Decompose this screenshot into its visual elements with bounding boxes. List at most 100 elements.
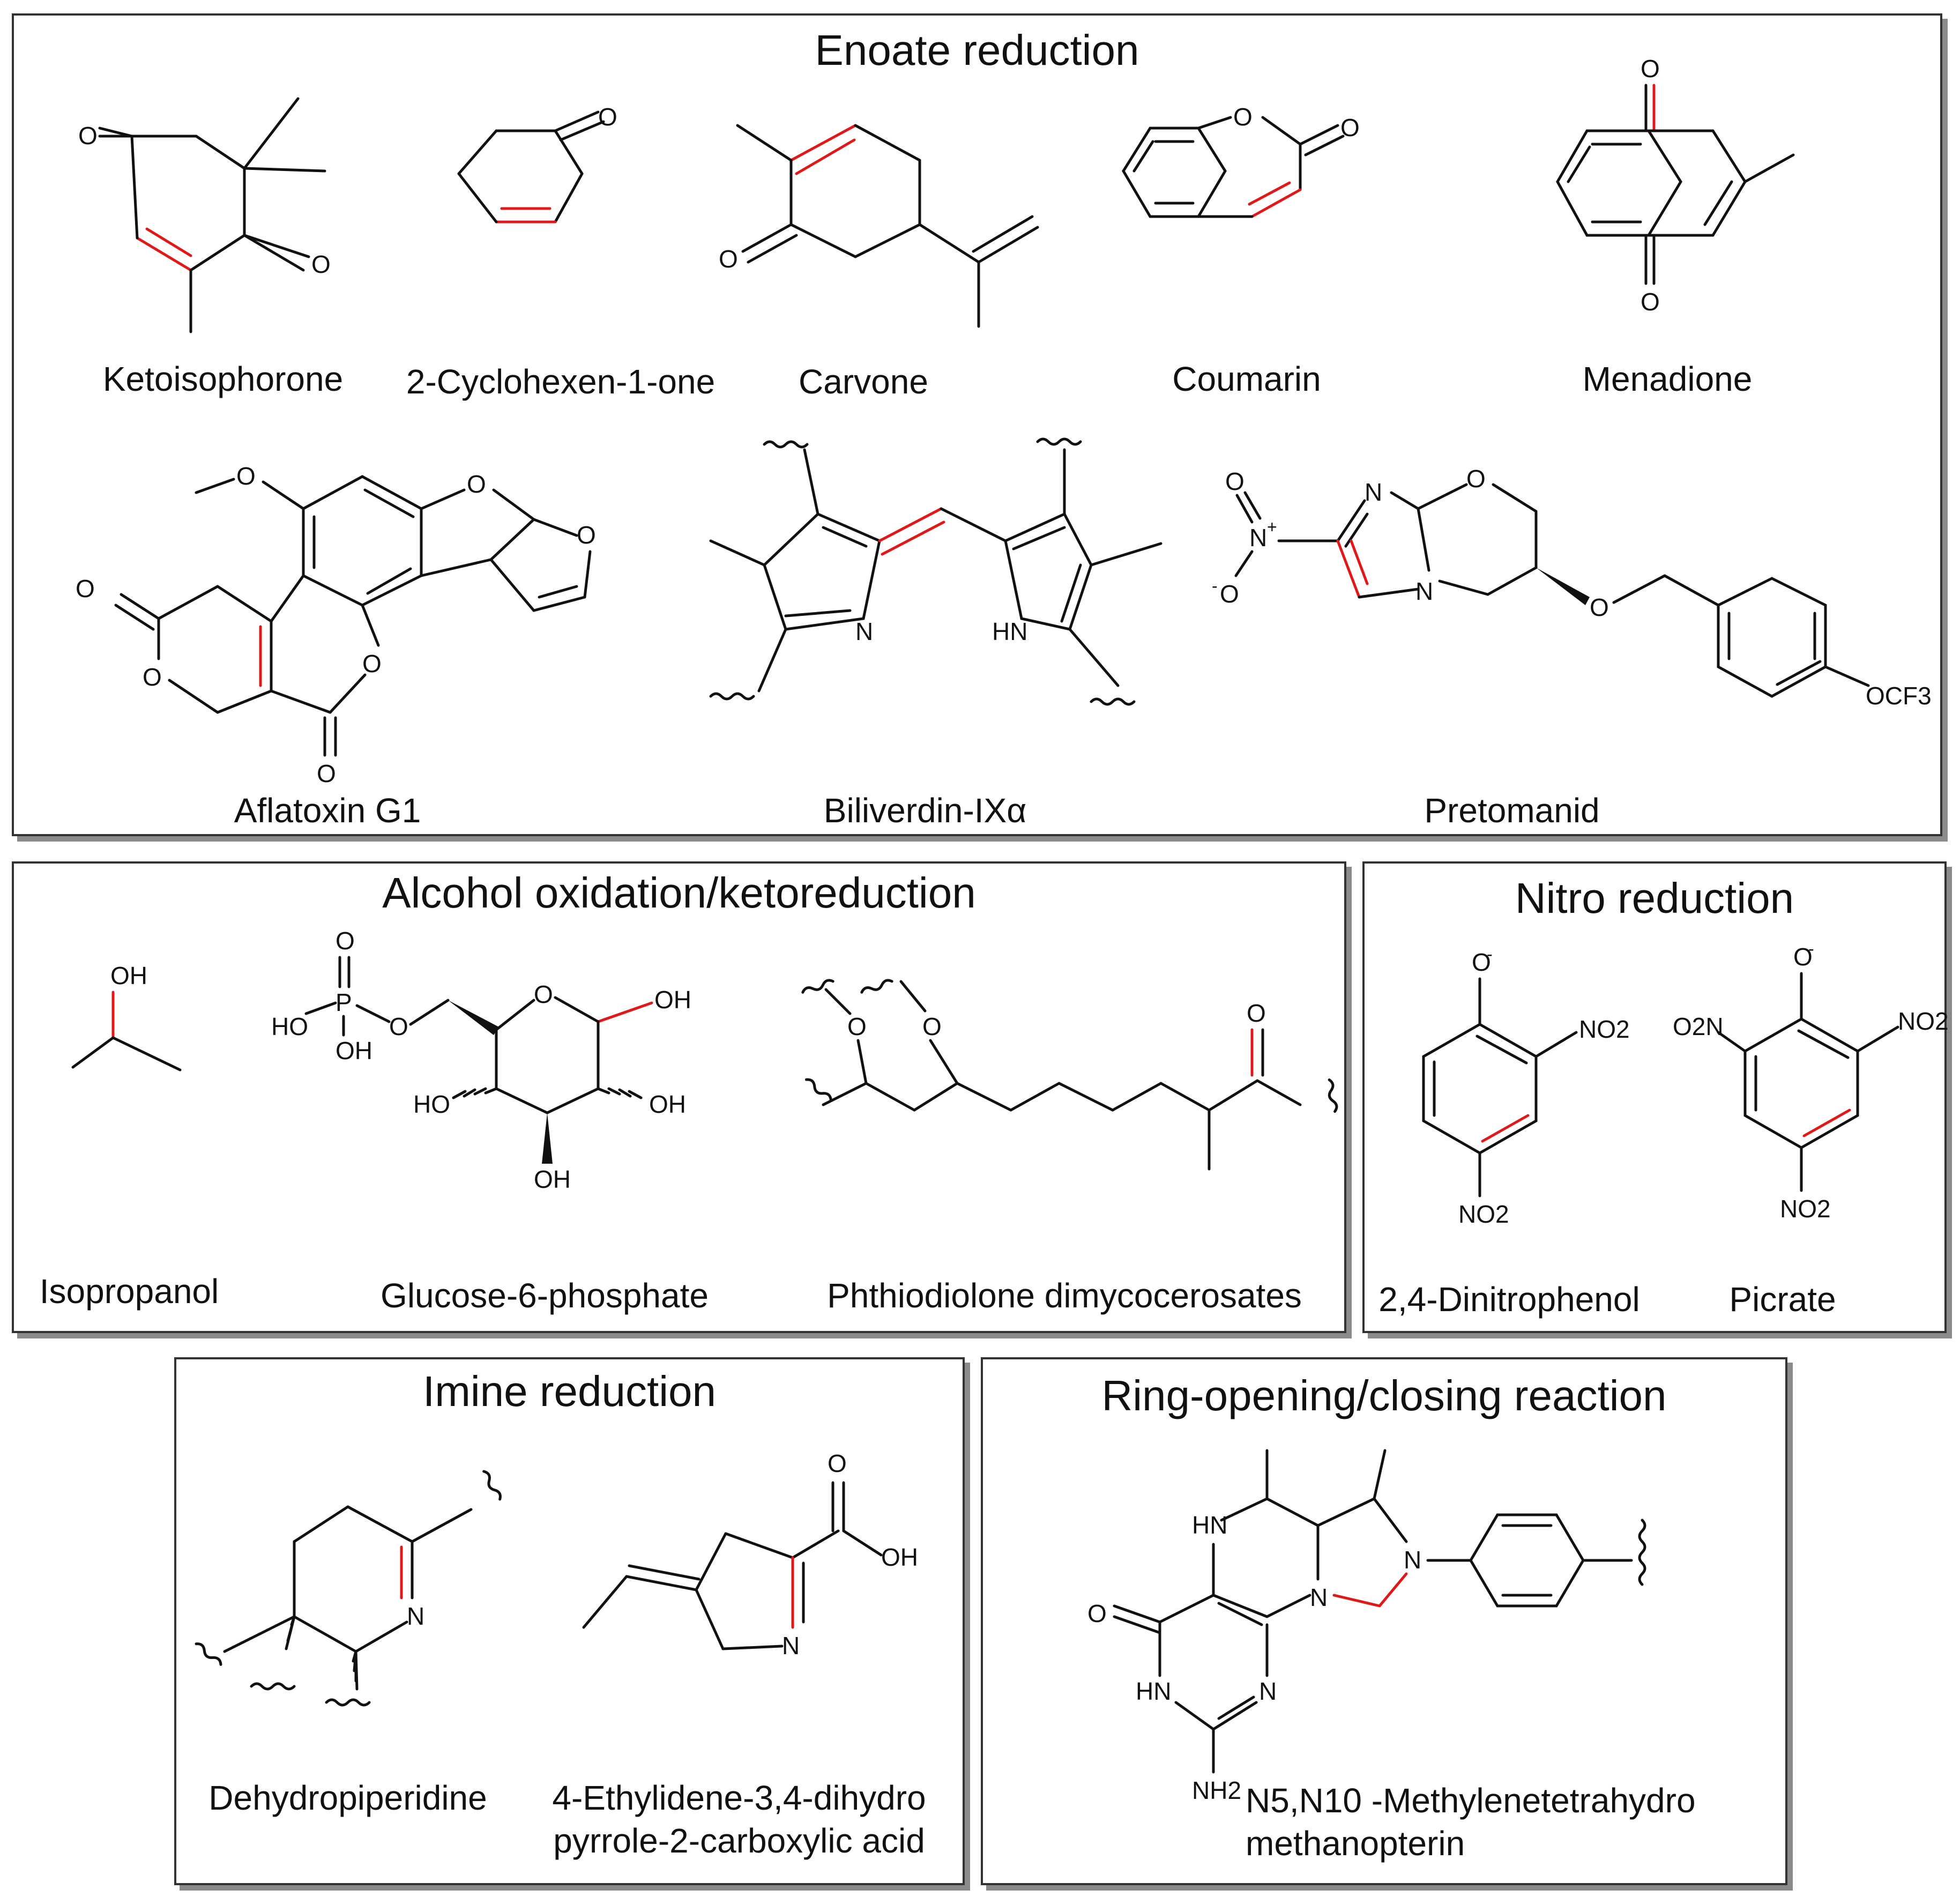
panel-imine-reduction: Imine reduction N Dehydropiperidine O OH… (174, 1357, 965, 1885)
svg-text:O: O (719, 245, 738, 273)
label-dinitrophenol: 2,4-Dinitrophenol (1378, 1280, 1640, 1319)
label-dehydropiperidine: Dehydropiperidine (208, 1779, 487, 1817)
svg-text:O: O (1220, 580, 1239, 608)
menadione-structure: O O (1556, 55, 1795, 316)
svg-text:O: O (1340, 114, 1360, 142)
svg-text:O: O (389, 1013, 408, 1040)
svg-text:O: O (76, 575, 95, 602)
svg-text:N: N (407, 1602, 424, 1630)
svg-text:N: N (782, 1632, 800, 1660)
svg-text:O: O (828, 1449, 847, 1477)
svg-text:O: O (143, 663, 162, 691)
svg-text:O: O (317, 760, 336, 787)
svg-text:N: N (1249, 524, 1267, 552)
svg-text:O: O (1247, 999, 1266, 1027)
label-picrate: Picrate (1729, 1280, 1836, 1319)
glucose-6-phosphate-structure: O P HO OH O O OH HO OH OH (271, 927, 691, 1193)
panel-title-nitro: Nitro reduction (1515, 874, 1794, 922)
svg-text:O: O (1590, 593, 1609, 621)
label-ethylidene-line2: pyrrole-2-carboxylic acid (553, 1821, 925, 1860)
label-2-cyclohexen-1-one: 2-Cyclohexen-1-one (406, 362, 716, 401)
svg-text:O: O (78, 122, 98, 150)
svg-text:N: N (1259, 1677, 1277, 1705)
svg-text:O: O (1641, 55, 1660, 83)
coumarin-structure: O O (1122, 103, 1360, 218)
label-glucose-6-phosphate: Glucose-6-phosphate (381, 1276, 709, 1315)
svg-text:O: O (1087, 1600, 1107, 1627)
svg-text:OH: OH (649, 1090, 686, 1118)
aflatoxin-g1-structure: O O O O O O O (76, 462, 596, 787)
svg-text:O: O (922, 1013, 942, 1040)
svg-text:O2N: O2N (1673, 1013, 1724, 1040)
svg-text:HO: HO (413, 1090, 450, 1118)
label-carvone: Carvone (799, 362, 928, 401)
svg-text:HN: HN (992, 618, 1027, 645)
svg-text:+: + (1267, 517, 1277, 537)
label-isopropanol: Isopropanol (39, 1272, 219, 1311)
dehydropiperidine-structure: N (195, 1470, 502, 1707)
svg-text:O: O (311, 250, 331, 278)
biliverdin-structure: N HN (709, 437, 1162, 706)
svg-text:HO: HO (271, 1013, 308, 1040)
panel-nitro-reduction: Nitro reduction O - NO2 NO2 2,4-Dinitrop… (1362, 861, 1949, 1333)
panel-enoate-reduction: Enoate reduction O O Ketoisophorone O 2-… (12, 13, 1942, 836)
svg-text:OH: OH (534, 1165, 571, 1193)
label-methanopterin-line1: N5,N10 -Methylenetetrahydro (1246, 1781, 1696, 1820)
svg-text:O: O (467, 470, 486, 498)
label-aflatoxin-g1: Aflatoxin G1 (234, 791, 421, 830)
svg-text:O: O (336, 927, 355, 955)
svg-text:O: O (534, 980, 553, 1008)
svg-text:HN: HN (1192, 1511, 1227, 1539)
svg-text:NO2: NO2 (1579, 1015, 1630, 1043)
picrate-structure: O2N O - NO2 NO2 (1673, 939, 1949, 1223)
cyclohexenone-structure: O (457, 103, 617, 224)
label-biliverdin: Biliverdin-IXα (823, 791, 1027, 830)
svg-text:O: O (1225, 467, 1244, 495)
svg-text:O: O (236, 462, 256, 490)
svg-text:-: - (1487, 944, 1493, 964)
label-coumarin: Coumarin (1172, 360, 1321, 398)
label-ketoisophorone: Ketoisophorone (102, 360, 344, 398)
svg-text:N: N (1415, 577, 1433, 605)
svg-text:-: - (1808, 939, 1814, 958)
svg-text:OH: OH (110, 962, 147, 990)
carvone-structure: O (719, 124, 1039, 328)
svg-text:O: O (1793, 943, 1813, 971)
svg-text:O: O (1641, 288, 1660, 316)
svg-text:OH: OH (654, 986, 691, 1014)
svg-text:O: O (577, 521, 596, 549)
svg-text:O: O (1466, 465, 1486, 493)
svg-text:O: O (1233, 103, 1253, 131)
svg-text:N: N (1404, 1546, 1421, 1574)
label-pretomanid: Pretomanid (1424, 791, 1600, 830)
svg-text:NO2: NO2 (1898, 1007, 1949, 1035)
svg-text:O: O (1472, 948, 1491, 976)
svg-text:NH2: NH2 (1192, 1776, 1241, 1804)
ketoisophorone-structure: O O (78, 97, 331, 333)
svg-text:P: P (336, 988, 352, 1016)
label-methanopterin-line2: methanopterin (1246, 1824, 1465, 1863)
panel-alcohol-oxidation: Alcohol oxidation/ketoreduction OH Isopr… (12, 861, 1346, 1333)
svg-text:OH: OH (881, 1543, 918, 1571)
label-menadione: Menadione (1582, 360, 1753, 398)
svg-text:N: N (1365, 478, 1382, 506)
phthiodiolone-structure: O O O (801, 979, 1338, 1171)
panel-title-imine: Imine reduction (423, 1367, 716, 1415)
svg-text:-: - (1212, 576, 1218, 596)
svg-text:OCF3: OCF3 (1866, 682, 1932, 710)
label-phthiodiolone: Phthiodiolone dimycocerosates (827, 1276, 1302, 1315)
methylenetetrahydromethanopterin-structure: HN N N O HN N NH2 (1087, 1449, 1646, 1804)
dinitrophenol-structure: O - NO2 NO2 (1422, 944, 1630, 1228)
svg-text:HN: HN (1136, 1677, 1171, 1705)
label-ethylidene-line1: 4-Ethylidene-3,4-dihydro (552, 1779, 926, 1817)
svg-text:N: N (855, 618, 873, 645)
svg-text:O: O (362, 650, 382, 678)
panel-title-ring: Ring-opening/closing reaction (1101, 1372, 1667, 1419)
svg-text:NO2: NO2 (1780, 1195, 1831, 1223)
panel-ring-opening: Ring-opening/closing reaction HN N N O H… (981, 1357, 1787, 1885)
svg-text:N: N (1310, 1583, 1328, 1611)
svg-text:O: O (847, 1013, 867, 1040)
panel-title-enoate: Enoate reduction (815, 26, 1139, 74)
svg-text:NO2: NO2 (1458, 1200, 1509, 1228)
pretomanid-structure: O N + O - N N O O OCF3 (1212, 465, 1932, 710)
